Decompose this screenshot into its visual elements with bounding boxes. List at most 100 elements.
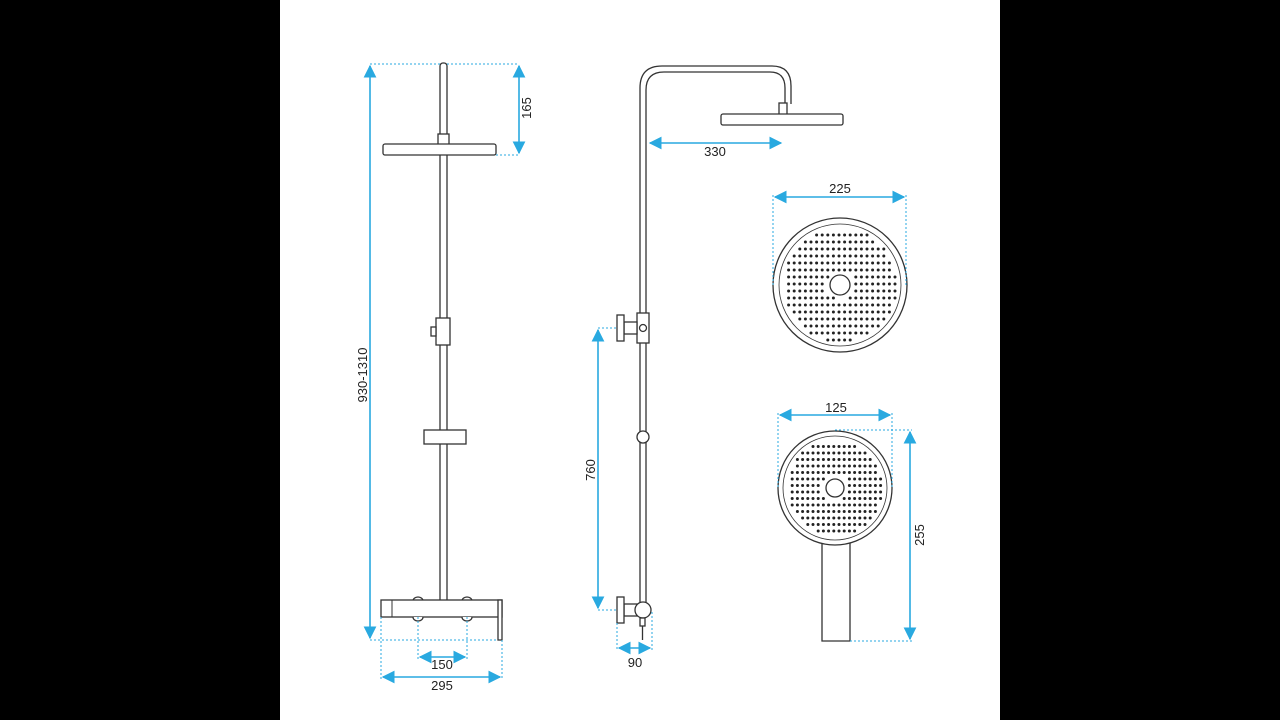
nozzle-dot <box>837 233 841 237</box>
nozzle-dot <box>832 523 836 526</box>
nozzle-dot <box>820 289 824 293</box>
nozzle-dot <box>882 317 886 321</box>
nozzle-dot <box>826 296 830 300</box>
nozzle-dot <box>821 497 825 500</box>
mixer-lever <box>497 599 503 641</box>
overhead-shower-side <box>382 143 497 156</box>
nozzle-dot <box>837 324 841 328</box>
nozzle-dot <box>820 282 824 286</box>
nozzle-dot <box>809 310 813 314</box>
nozzle-dot <box>848 240 852 244</box>
nozzle-dot <box>826 331 830 335</box>
nozzle-dot <box>882 275 886 279</box>
nozzle-dot <box>854 310 858 314</box>
nozzle-dot <box>821 516 825 520</box>
nozzle-dot <box>854 233 858 237</box>
nozzle-dot <box>873 477 877 481</box>
nozzle-dot <box>853 497 857 500</box>
nozzle-dot <box>871 317 875 321</box>
nozzle-dot <box>863 451 867 455</box>
nozzle-dot <box>842 523 846 526</box>
nozzle-dot <box>871 324 875 328</box>
nozzle-dot <box>832 451 836 455</box>
nozzle-dot <box>853 451 857 455</box>
nozzle-dot <box>882 303 886 307</box>
nozzle-dot <box>887 282 891 286</box>
nozzle-dot <box>858 477 862 481</box>
nozzle-dot <box>803 303 807 307</box>
nozzle-dot <box>868 516 872 520</box>
nozzle-dot <box>865 303 869 307</box>
nozzle-dot <box>816 451 820 455</box>
nozzle-dot <box>798 261 802 265</box>
nozzle-dot <box>871 296 875 300</box>
nozzle-dot <box>848 233 852 237</box>
nozzle-dot <box>790 503 794 507</box>
nozzle-dot <box>787 303 791 307</box>
nozzle-dot <box>853 471 857 474</box>
nozzle-dot <box>798 282 802 286</box>
nozzle-dot <box>790 490 794 494</box>
nozzle-dot <box>809 247 813 251</box>
nozzle-dot <box>811 484 815 487</box>
nozzle-dot <box>832 503 836 507</box>
nozzle-dot <box>809 261 813 265</box>
nozzle-dot <box>882 289 886 293</box>
nozzle-dot <box>853 516 857 520</box>
nozzle-dot <box>876 310 880 314</box>
nozzle-dot <box>859 310 863 314</box>
nozzle-dot <box>837 529 841 533</box>
nozzle-dot <box>843 261 847 265</box>
nozzle-dot <box>873 490 877 494</box>
nozzle-dot <box>843 268 847 272</box>
nozzle-dot <box>854 303 858 307</box>
nozzle-dot <box>893 296 897 300</box>
nozzle-dot <box>854 317 858 321</box>
nozzle-dot <box>865 268 869 272</box>
nozzle-dot <box>795 490 799 494</box>
nozzle-dot <box>865 233 869 237</box>
nozzle-dot <box>848 338 852 342</box>
nozzle-dot <box>809 240 813 244</box>
hand-shower-handle <box>821 540 851 642</box>
nozzle-dot <box>842 458 846 461</box>
nozzle-dot <box>858 484 862 487</box>
nozzle-dot <box>809 296 813 300</box>
nozzle-dot <box>843 233 847 237</box>
nozzle-dot <box>876 282 880 286</box>
nozzle-dot <box>876 247 880 251</box>
nozzle-dot <box>887 261 891 265</box>
nozzle-dot <box>876 261 880 265</box>
nozzle-dot <box>831 233 835 237</box>
nozzle-dot <box>858 516 862 520</box>
nozzle-dot <box>842 445 846 448</box>
nozzle-dot <box>863 523 867 526</box>
head-joint <box>778 102 788 116</box>
nozzle-dot <box>816 471 820 474</box>
overhead-shower-profile <box>720 113 844 126</box>
nozzle-dot <box>873 471 877 474</box>
nozzle-dot <box>787 289 791 293</box>
nozzle-dot <box>842 516 846 520</box>
nozzle-dot <box>837 268 841 272</box>
nozzle-dot <box>801 510 805 513</box>
nozzle-dot <box>826 303 830 307</box>
nozzle-dot <box>842 503 846 507</box>
label-hand-width: 125 <box>825 400 847 415</box>
nozzle-dot <box>859 275 863 279</box>
nozzle-dot <box>863 458 867 461</box>
nozzle-dot <box>863 464 867 468</box>
nozzle-dot <box>871 268 875 272</box>
nozzle-dot <box>832 464 836 468</box>
nozzle-dot <box>848 324 852 328</box>
nozzle-dot <box>848 303 852 307</box>
nozzle-dot <box>865 254 869 258</box>
lower-wall-plate <box>616 596 625 624</box>
nozzle-dot <box>803 296 807 300</box>
nozzle-dot <box>801 477 805 481</box>
nozzle-dot <box>821 471 825 474</box>
nozzle-dot <box>848 254 852 258</box>
nozzle-dot <box>827 451 831 455</box>
nozzle-dot <box>827 516 831 520</box>
nozzle-dot <box>809 289 813 293</box>
